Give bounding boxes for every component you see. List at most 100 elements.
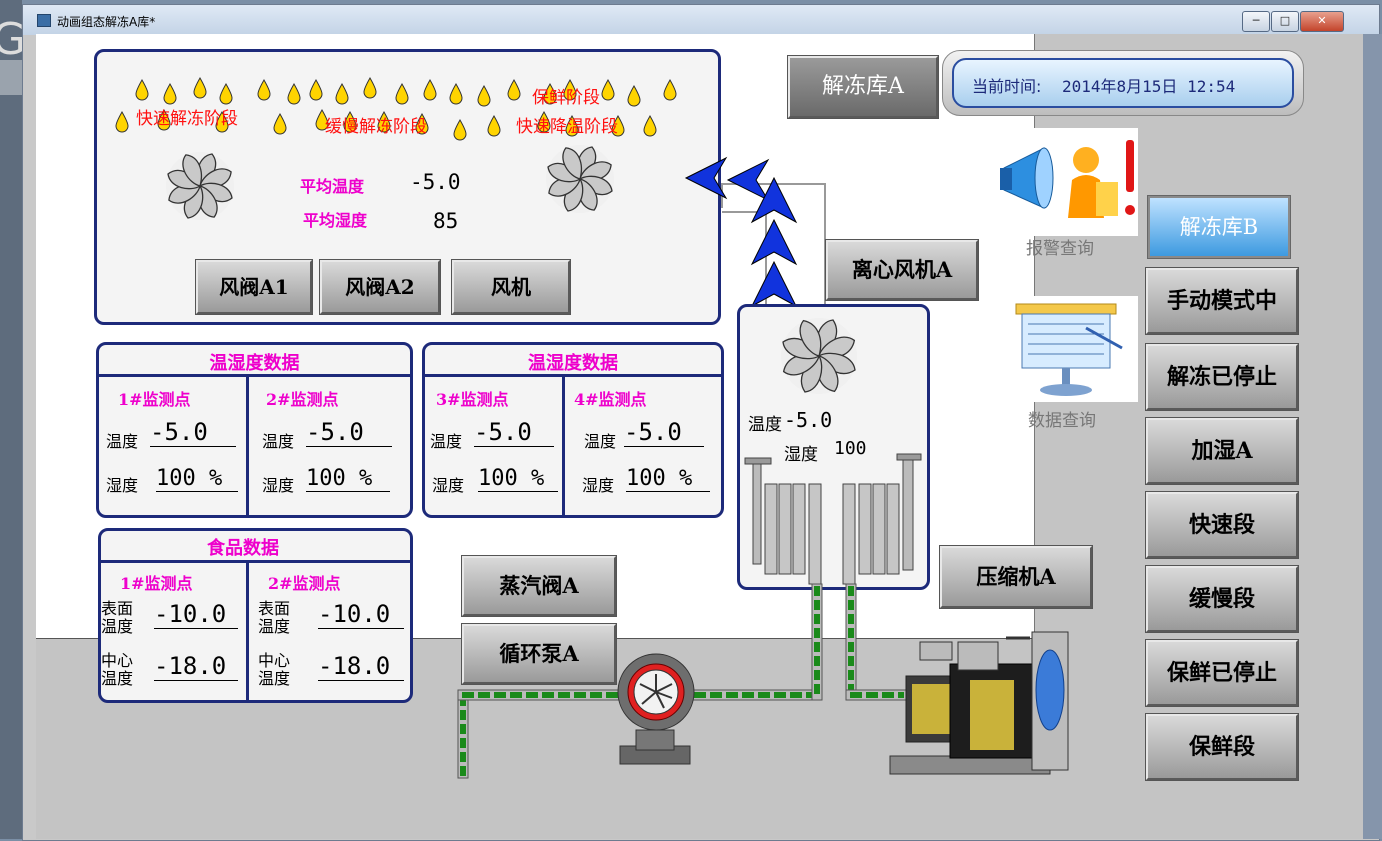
time-label: 当前时间: xyxy=(972,77,1042,96)
th-panel-1-title: 温湿度数据 xyxy=(209,353,300,374)
minimize-button[interactable]: ─ xyxy=(1242,11,1270,32)
close-button[interactable]: ✕ xyxy=(1300,11,1344,32)
centrifugal-fan-a-button[interactable]: 离心风机A xyxy=(825,239,979,301)
slow-stage-button[interactable]: 缓慢段 xyxy=(1145,565,1299,633)
center-temp-label-line: 中心 xyxy=(101,651,134,670)
compressor-icon xyxy=(889,631,1069,775)
center-temp-label-line: 温度 xyxy=(101,669,134,688)
airflow-duct xyxy=(684,156,826,310)
surface-temp-label-line: 温度 xyxy=(101,617,134,636)
fan-button[interactable]: 风机 xyxy=(451,259,571,315)
desktop-glyph: G xyxy=(0,14,27,65)
current-store-label: 解冻库A xyxy=(787,55,939,119)
food-panel-divider xyxy=(98,560,413,563)
surface-temp-label-line: 温度 xyxy=(258,617,291,636)
monitor-point-name: 2#监测点 xyxy=(268,574,341,593)
humidify-a-button[interactable]: 加湿A xyxy=(1145,417,1299,485)
fast-stage-button[interactable]: 快速段 xyxy=(1145,491,1299,559)
stage-label: 快速降温阶段 xyxy=(516,117,618,137)
temp-value: -5.0 xyxy=(150,418,236,447)
circulation-pump-a-button[interactable]: 循环泵A xyxy=(461,623,617,685)
manual-mode-button[interactable]: 手动模式中 xyxy=(1145,267,1299,335)
chamber-fan-left-icon xyxy=(165,151,235,221)
desktop-strip: G xyxy=(0,0,26,839)
compressor-a-button[interactable]: 压缩机A xyxy=(939,545,1093,609)
title-bar[interactable]: 动画组态解冻A库* ─ □ ✕ xyxy=(23,5,1379,35)
avg-temp-label: 平均温度 xyxy=(300,177,365,196)
center-temp-value: -18.0 xyxy=(154,652,238,681)
temp-label: 温度 xyxy=(262,432,295,451)
center-temp-label-line: 温度 xyxy=(258,669,291,688)
unit-temp-label: 温度 xyxy=(748,415,782,435)
unit-graphics xyxy=(744,318,922,585)
unit-fan-icon xyxy=(781,318,857,394)
center-temp-value: -18.0 xyxy=(318,652,404,681)
temp-label: 温度 xyxy=(106,432,139,451)
center-temp-label: 中心 温度 xyxy=(258,652,290,688)
th-panel-2-divider xyxy=(422,374,724,377)
unit-hum-value: 100 xyxy=(834,438,867,459)
coil-tubes xyxy=(744,453,922,585)
hum-value: 100 % xyxy=(478,466,558,492)
hum-label: 湿度 xyxy=(106,476,139,495)
time-display: 当前时间: 2014年8月15日 12:54 xyxy=(952,58,1294,108)
th-panel-2-title: 温湿度数据 xyxy=(528,353,618,374)
stage-label: 缓慢解冻阶段 xyxy=(325,117,427,137)
food-panel xyxy=(98,528,413,703)
hum-label: 湿度 xyxy=(582,476,615,495)
steam-valve-a-button[interactable]: 蒸汽阀A xyxy=(461,555,617,617)
time-value: 2014年8月15日 12:54 xyxy=(1062,77,1236,96)
fresh-stopped-button[interactable]: 保鲜已停止 xyxy=(1145,639,1299,707)
data-query-tile[interactable] xyxy=(994,296,1138,402)
surface-temp-label: 表面 温度 xyxy=(258,600,290,636)
thaw-stopped-button[interactable]: 解冻已停止 xyxy=(1145,343,1299,411)
unit-temp-value: -5.0 xyxy=(784,408,833,432)
center-temp-label-line: 中心 xyxy=(258,651,291,670)
surface-temp-value: -10.0 xyxy=(154,600,238,629)
monitor-point-name: 2#监测点 xyxy=(266,390,339,409)
surface-temp-value: -10.0 xyxy=(318,600,404,629)
avg-hum-value: 85 xyxy=(433,209,459,233)
data-screen-icon xyxy=(1015,303,1123,396)
food-panel-split xyxy=(246,562,249,701)
alarm-query-label[interactable]: 报警查询 xyxy=(1026,239,1094,259)
hum-value: 100 % xyxy=(626,466,710,492)
hum-label: 湿度 xyxy=(262,476,295,495)
avg-hum-label: 平均湿度 xyxy=(303,211,368,230)
monitor-point-name: 3#监测点 xyxy=(436,390,509,409)
temp-value: -5.0 xyxy=(306,418,392,447)
circulation-pump-icon xyxy=(617,653,695,765)
th-panel-1 xyxy=(96,342,413,518)
stage-label: 快速解冻阶段 xyxy=(136,109,238,129)
th-panel-1-split xyxy=(246,376,249,516)
data-query-label[interactable]: 数据查询 xyxy=(1028,411,1096,431)
damper-a1-button[interactable]: 风阀A1 xyxy=(195,259,313,315)
surface-temp-label-line: 表面 xyxy=(101,599,134,618)
unit-hum-label: 湿度 xyxy=(784,445,818,465)
surface-temp-label: 表面 温度 xyxy=(101,600,133,636)
alarm-megaphone-icon xyxy=(1000,140,1135,218)
food-panel-title: 食品数据 xyxy=(207,538,279,559)
alarm-query-tile[interactable] xyxy=(992,128,1138,236)
monitor-point-name: 4#监测点 xyxy=(574,390,647,409)
th-panel-1-divider xyxy=(96,374,413,377)
airflow-arrows xyxy=(684,156,798,308)
th-panel-2-split xyxy=(562,376,565,516)
piping-and-machines xyxy=(457,583,1069,779)
maximize-button[interactable]: □ xyxy=(1271,11,1299,32)
temp-label: 温度 xyxy=(430,432,463,451)
hum-label: 湿度 xyxy=(432,476,465,495)
app-icon xyxy=(37,14,51,27)
window-right-edge xyxy=(1363,34,1382,839)
fresh-stage-button[interactable]: 保鲜段 xyxy=(1145,713,1299,781)
window-title: 动画组态解冻A库* xyxy=(57,15,156,29)
hum-value: 100 % xyxy=(306,466,390,492)
switch-store-b-button[interactable]: 解冻库B xyxy=(1147,195,1291,259)
stage-label: 保鲜阶段 xyxy=(532,88,600,108)
hum-value: 100 % xyxy=(156,466,238,492)
damper-a2-button[interactable]: 风阀A2 xyxy=(319,259,441,315)
temp-value: -5.0 xyxy=(474,418,554,447)
monitor-point-name: 1#监测点 xyxy=(120,574,193,593)
th-panel-2 xyxy=(422,342,724,518)
chamber-fan-right-icon xyxy=(545,144,615,214)
